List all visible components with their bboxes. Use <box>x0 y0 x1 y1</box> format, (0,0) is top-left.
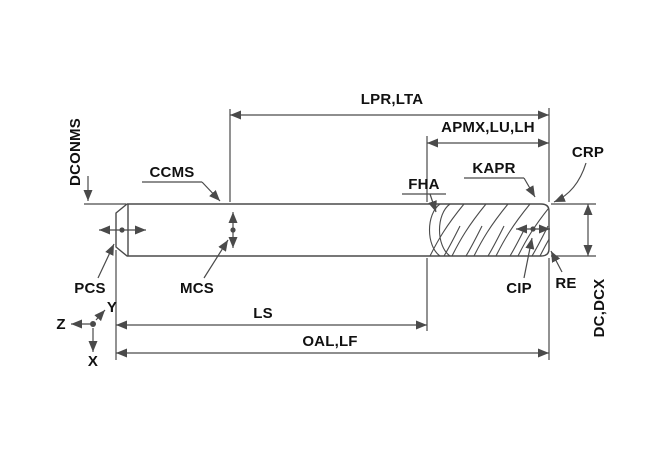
ls-dimension: LS <box>115 250 428 360</box>
ccms-callout: CCMS <box>142 164 221 202</box>
ccms-leader-arrow <box>201 181 221 202</box>
flute-valley-curve <box>487 225 505 257</box>
label-axis-z: Z <box>56 316 65 333</box>
flute-helix-curve <box>429 203 465 257</box>
crp-leader-arrow <box>553 162 587 203</box>
fha-leader-arrow <box>428 193 437 213</box>
axes-origin-dot <box>90 321 96 327</box>
lpr-dimension: LPR,LTA <box>229 91 550 202</box>
re-leader-arrow <box>550 250 563 273</box>
dc-dimension: DC,DCX <box>551 203 608 338</box>
label-ls: LS <box>253 305 273 322</box>
tool-body <box>115 203 550 257</box>
label-cip: CIP <box>506 280 532 297</box>
label-crp: CRP <box>572 144 604 161</box>
flute-helix-curve <box>451 203 487 257</box>
dconms-dimension: DCONMS <box>67 118 126 205</box>
tool-flutes <box>429 203 549 257</box>
cip-callout: CIP <box>506 237 535 297</box>
pcs-point-dot <box>119 227 125 233</box>
flute-valley-curve <box>443 225 461 257</box>
flute-valley-curve <box>509 225 527 257</box>
tool-outline <box>115 203 550 257</box>
flute-gash-curve <box>429 203 441 257</box>
mcs-point-dot <box>230 227 236 233</box>
contact-point-marks <box>99 212 550 248</box>
cip-point-dot <box>530 226 536 232</box>
oal-dimension: OAL,LF <box>116 258 550 360</box>
label-lpr: LPR,LTA <box>361 91 424 108</box>
label-axis-y: Y <box>107 299 117 316</box>
mcs-callout: MCS <box>180 239 229 297</box>
label-oal: OAL,LF <box>302 333 357 350</box>
y-axis-arrow <box>94 309 106 322</box>
label-fha: FHA <box>408 176 439 193</box>
kapr-leader-arrow <box>523 177 536 198</box>
label-mcs: MCS <box>180 280 214 297</box>
kapr-callout: KAPR <box>464 160 536 198</box>
flute-helix-curve <box>495 203 531 257</box>
flute-helix-curve <box>473 203 509 257</box>
apmx-dimension: APMX,LU,LH <box>426 119 549 202</box>
label-dc: DC,DCX <box>591 279 608 338</box>
re-callout: RE <box>550 250 576 292</box>
label-ccms: CCMS <box>150 164 195 181</box>
flute-valley-curve <box>465 225 483 257</box>
fha-callout: FHA <box>402 176 446 213</box>
flute-helix-curve <box>539 238 549 257</box>
pcs-leader-arrow <box>97 243 115 279</box>
pcs-callout: PCS <box>74 243 115 297</box>
cip-leader-arrow <box>523 237 535 279</box>
coordinate-axes: Z Y X <box>56 299 117 370</box>
mcs-leader-arrow <box>203 239 229 279</box>
label-kapr: KAPR <box>472 160 515 177</box>
crp-callout: CRP <box>553 144 604 203</box>
label-apmx: APMX,LU,LH <box>441 119 535 136</box>
label-axis-x: X <box>88 353 98 370</box>
label-pcs: PCS <box>74 280 105 297</box>
label-re: RE <box>555 275 576 292</box>
label-dconms: DCONMS <box>67 118 84 186</box>
